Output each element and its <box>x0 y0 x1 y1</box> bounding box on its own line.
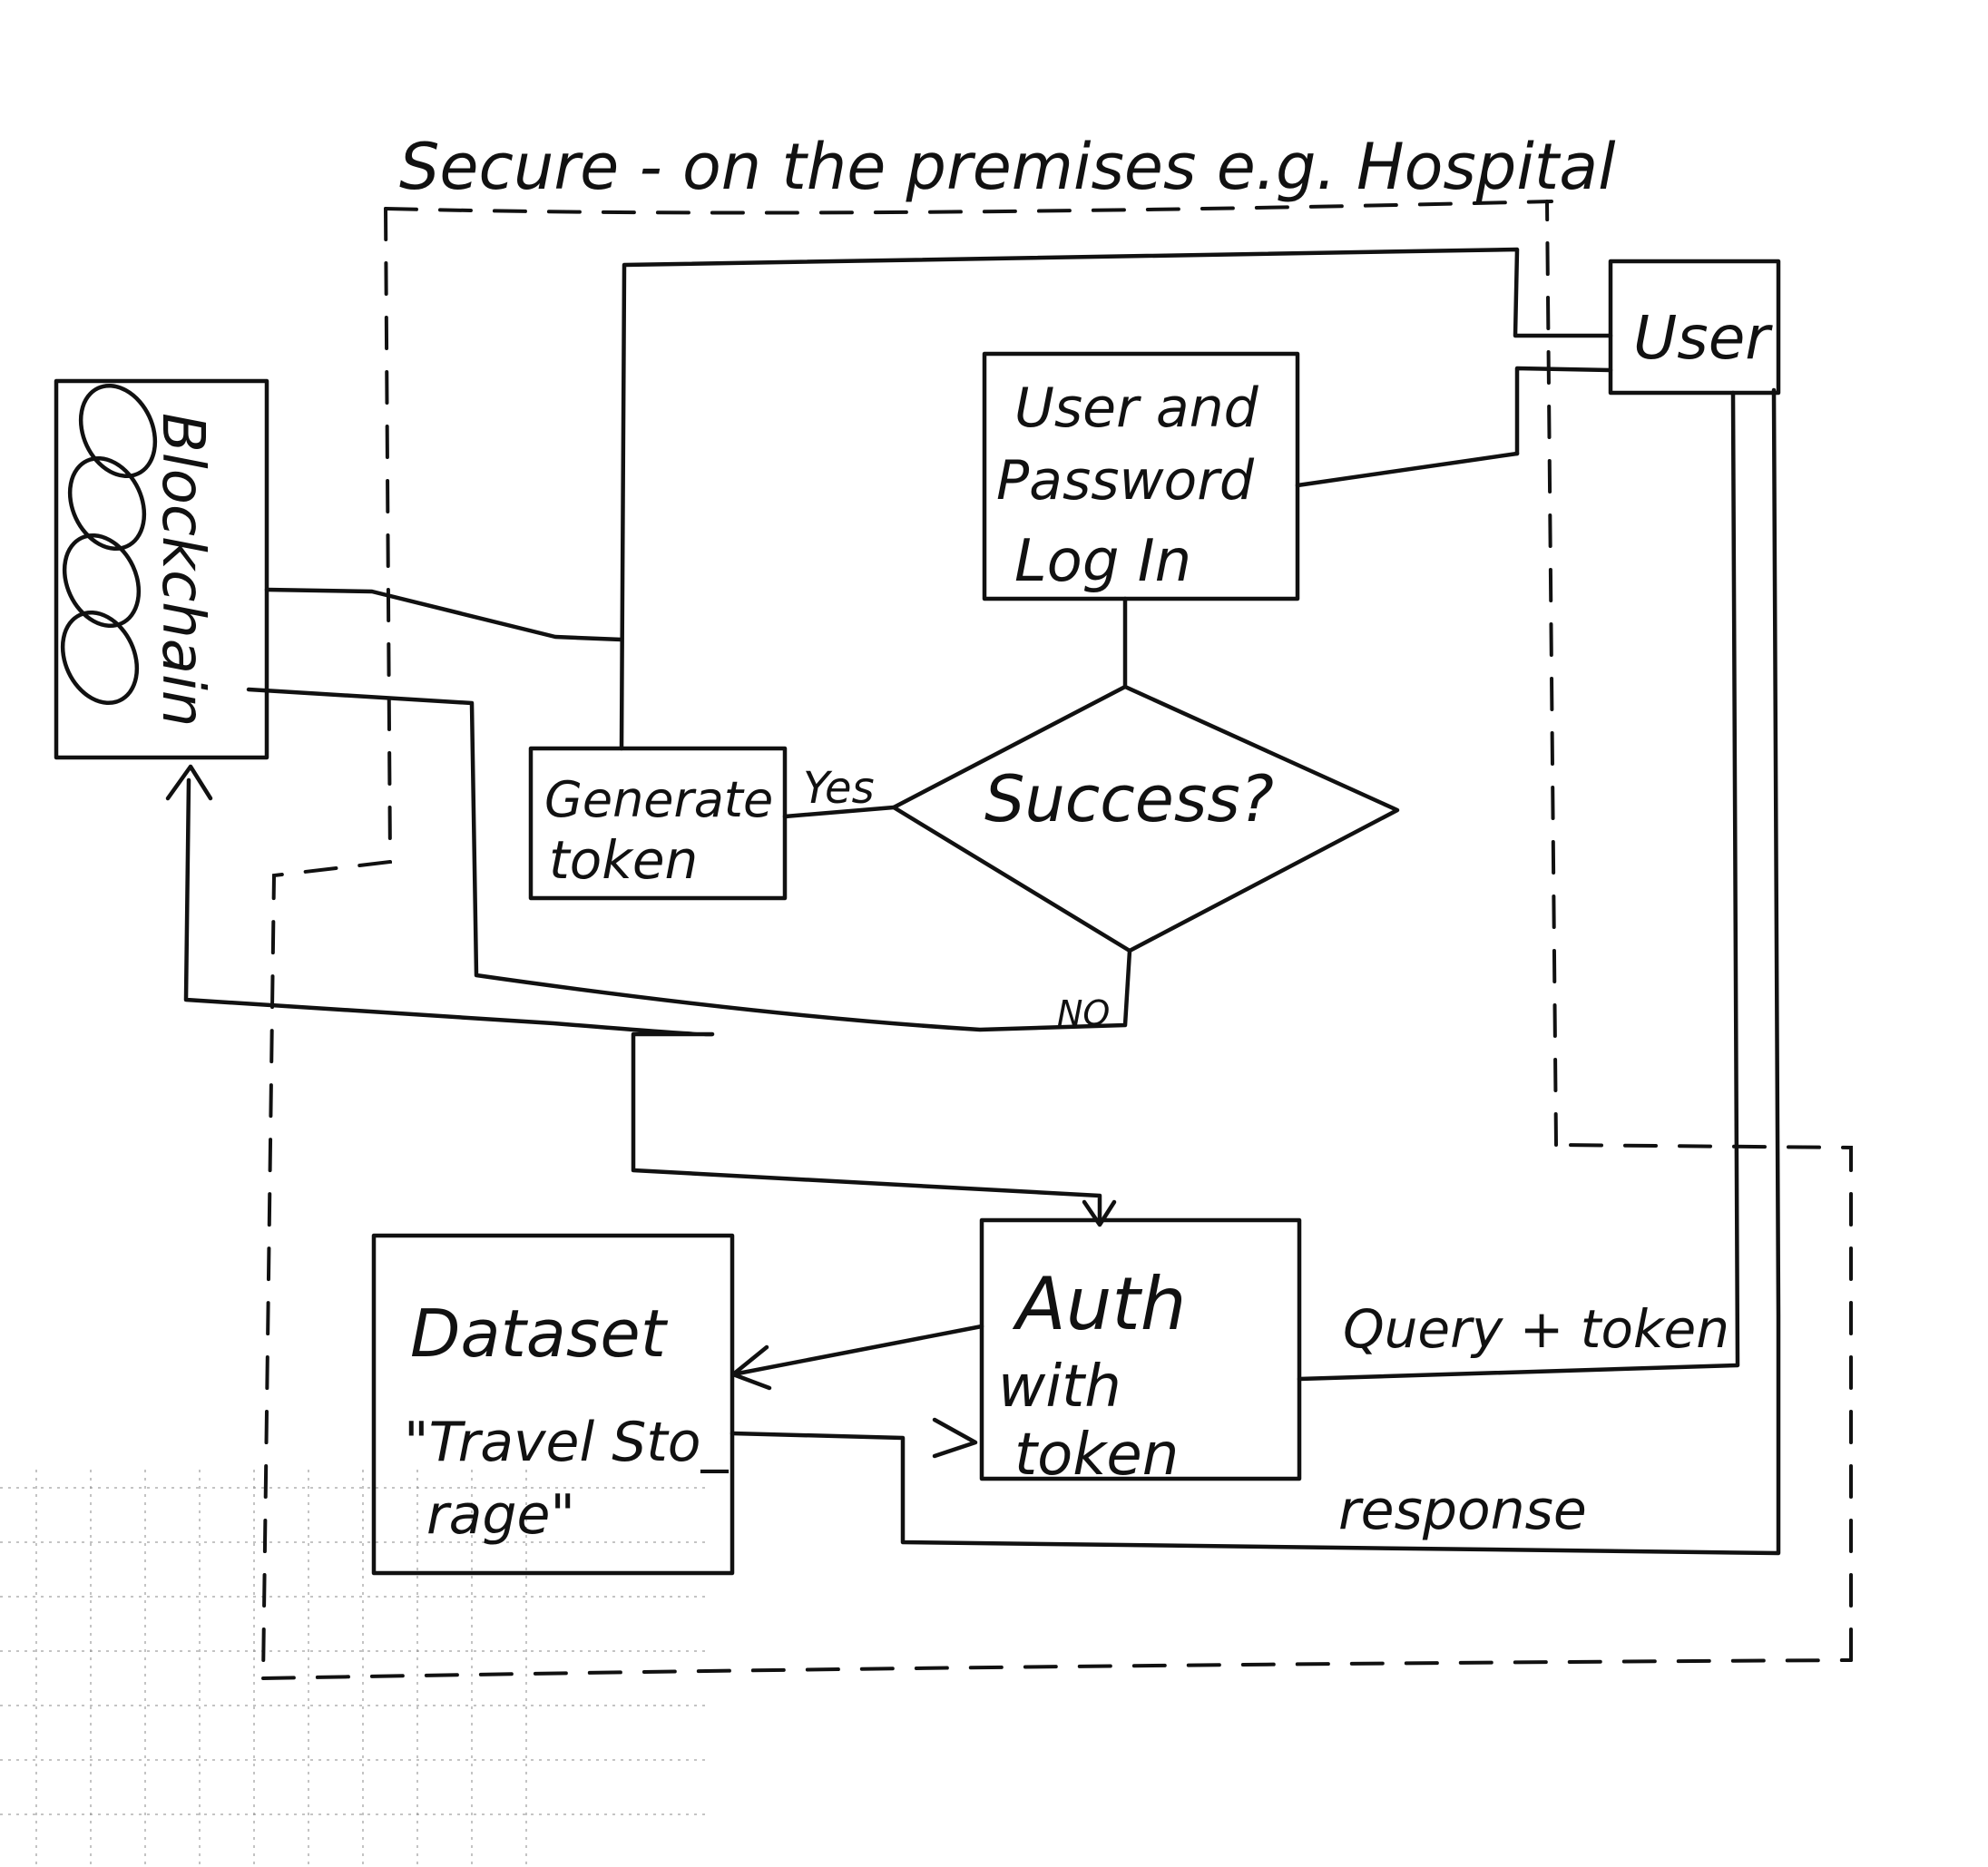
generate-token-box <box>528 746 788 901</box>
success-diamond <box>891 684 1400 953</box>
dataset-node: Dataset "Travel Sto_ rage" <box>371 1233 735 1576</box>
login-label-line1: User and <box>1014 376 1259 440</box>
user-label: User <box>1633 303 1773 373</box>
arrowhead-dataset <box>730 1344 772 1391</box>
edge-blockchain-no <box>246 687 1132 1032</box>
arrowhead-auth-left <box>932 1417 978 1459</box>
login-label-line2: Password <box>996 449 1255 513</box>
graph-paper-grid <box>0 1470 708 1867</box>
edge-blockchain-top <box>264 587 624 642</box>
login-node: User and Password Log In <box>982 351 1300 601</box>
edge-success-yes <box>782 805 896 819</box>
edge-user-to-login <box>1295 451 1520 488</box>
user-node: User <box>1608 259 1781 396</box>
blockchain-label: Blockchain <box>149 413 216 727</box>
edge-user-to-generate-top <box>619 247 1613 751</box>
connectors <box>165 247 1781 1556</box>
success-decision: Success? <box>891 684 1400 953</box>
blockchain-chain-icon <box>60 383 158 706</box>
generate-token-line2: token <box>549 829 698 891</box>
boundary-label: Secure - on the premises e.g. Hospital <box>399 130 1616 204</box>
dataset-label-line2: "Travel Sto_ <box>404 1411 730 1474</box>
secure-boundary <box>261 200 1853 1680</box>
login-box <box>982 351 1300 601</box>
edge-blockchain-to-auth <box>183 777 1102 1223</box>
auth-label-line2: with <box>998 1354 1121 1421</box>
dataset-label-line1: Dataset <box>410 1295 669 1372</box>
user-box <box>1608 259 1781 396</box>
arrowhead-blockchain <box>165 764 213 801</box>
auth-label-line3: token <box>1014 1422 1179 1489</box>
edge-label-yes: Yes <box>803 763 875 814</box>
dataset-box <box>371 1233 735 1576</box>
auth-label-line1: Auth <box>1012 1262 1187 1346</box>
edge-auth-to-dataset <box>730 1324 984 1377</box>
blockchain-box <box>54 378 269 760</box>
edge-label-response: response <box>1338 1479 1587 1542</box>
edge-label-no: NO <box>1057 993 1110 1033</box>
blockchain-node: Blockchain <box>54 378 269 760</box>
edge-query <box>1297 390 1740 1382</box>
login-label-line3: Log In <box>1014 528 1191 595</box>
auth-node: Auth with token <box>979 1217 1302 1489</box>
dataset-label-line3: rage" <box>426 1483 575 1547</box>
edge-user-bracket <box>1514 366 1613 456</box>
edge-label-query: Query + token <box>1343 1298 1729 1360</box>
success-label: Success? <box>984 762 1274 836</box>
generate-token-node: Generate token <box>528 746 788 901</box>
auth-box <box>979 1217 1302 1481</box>
arrowhead-auth <box>1082 1199 1117 1227</box>
edge-dataset-to-auth <box>730 387 1781 1556</box>
generate-token-line1: Generate <box>544 771 773 828</box>
